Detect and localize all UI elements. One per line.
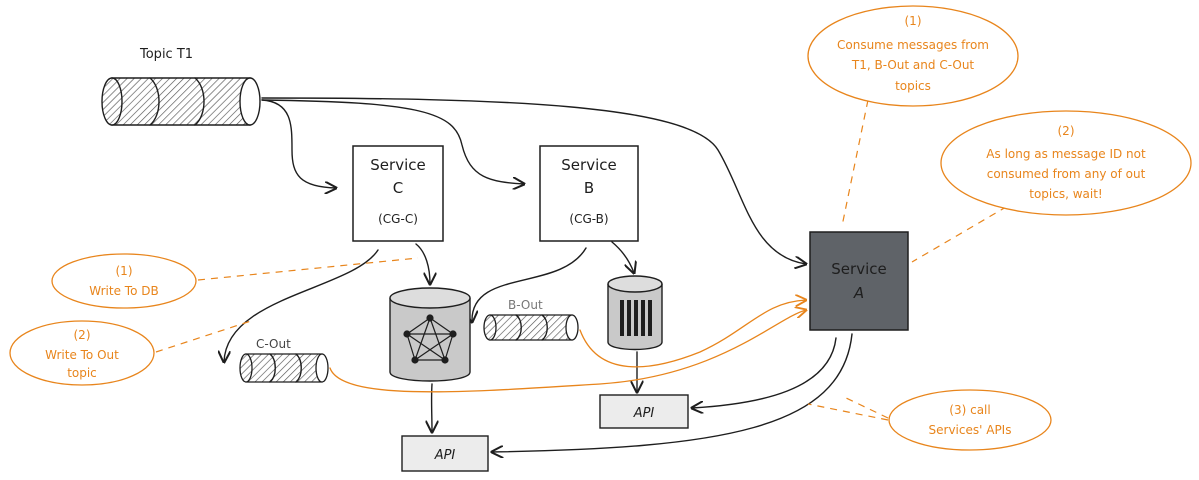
- note-a1-line: Consume messages from: [837, 38, 989, 52]
- service-b: Service B (CG-B): [539, 145, 639, 242]
- service-a-letter: A: [853, 284, 864, 302]
- note-a2-line: consumed from any of out: [987, 167, 1146, 181]
- service-b-box: [539, 145, 639, 242]
- note-c2-number: (2): [74, 328, 91, 342]
- note-c2-line: Write To Out: [45, 348, 119, 362]
- topic-c-out: C-Out: [239, 337, 329, 383]
- service-c: Service C (CG-C): [352, 145, 444, 242]
- note-c1-line: Write To DB: [89, 284, 158, 298]
- arrow-t1-to-service-b: [261, 99, 524, 184]
- arrow-service-c-to-c-out: [224, 249, 379, 362]
- topic-b-out-label: B-Out: [508, 298, 543, 312]
- note-c1: (1) Write To DB: [51, 253, 197, 309]
- service-c-letter: C: [393, 179, 403, 197]
- out-topic-arrows: [329, 300, 806, 393]
- arrow-t1-to-service-a: [261, 97, 806, 264]
- connector-note-a3-api-b: [807, 403, 889, 421]
- columns-icon: [620, 300, 652, 336]
- note-a3-line: Services' APIs: [929, 423, 1012, 437]
- arrow-c-out-to-service-a: [329, 310, 806, 393]
- note-a2-number: (2): [1058, 124, 1075, 138]
- connector-note-c1: [197, 257, 419, 281]
- api-b-box: [599, 394, 689, 429]
- api-c-box: [401, 435, 489, 472]
- graph-network-icon: [403, 314, 457, 364]
- note-connectors: [155, 99, 1019, 421]
- topic-t1-label: Topic T1: [139, 47, 193, 62]
- connector-note-a3-service-a: [841, 395, 889, 419]
- note-a2: (2) As long as message ID not consumed f…: [940, 110, 1192, 216]
- api-c: API: [401, 435, 489, 472]
- topic-c-out-label: C-Out: [256, 337, 291, 351]
- note-a1-line: topics: [895, 79, 931, 93]
- topic-t1-body: [111, 77, 251, 126]
- arrow-service-a-to-api-b: [692, 337, 837, 408]
- note-a2-line: As long as message ID not: [986, 147, 1146, 161]
- service-a-box: [809, 231, 909, 331]
- service-c-box: [352, 145, 444, 242]
- service-b-group: (CG-B): [569, 212, 608, 226]
- topic-t1: Topic T1: [101, 47, 261, 126]
- arrow-service-c-to-db: [415, 243, 430, 284]
- topic-b-out: B-Out: [483, 298, 579, 341]
- columnar-storage: [607, 275, 663, 351]
- note-c2: (2) Write To Out topic: [9, 320, 155, 386]
- note-a3-line: (3) call: [949, 403, 990, 417]
- arrow-service-b-to-b-out: [472, 247, 587, 322]
- note-c1-number: (1): [116, 264, 133, 278]
- api-b: API: [599, 394, 689, 429]
- graph-database: [389, 287, 471, 382]
- note-a1-number: (1): [905, 14, 922, 28]
- note-a3: (3) call Services' APIs: [888, 389, 1052, 451]
- note-a1: (1) Consume messages from T1, B-Out and …: [807, 5, 1019, 107]
- flow-arrows: [224, 97, 853, 452]
- arrow-b-out-to-service-a: [579, 300, 806, 368]
- arrow-service-b-to-storage: [611, 241, 634, 273]
- note-a1-line: T1, B-Out and C-Out: [851, 58, 975, 72]
- service-c-group: (CG-C): [378, 212, 418, 226]
- arrow-t1-to-service-c: [261, 99, 336, 188]
- service-a-name: Service: [831, 260, 886, 278]
- note-a2-line: topics, wait!: [1029, 187, 1103, 201]
- service-c-name: Service: [370, 156, 425, 174]
- connector-note-c2: [155, 319, 255, 353]
- api-c-label: API: [434, 448, 456, 463]
- arrow-service-a-to-api-c: [492, 333, 853, 452]
- connector-note-a2: [911, 199, 1019, 263]
- connector-note-a1: [841, 99, 869, 227]
- service-b-letter: B: [584, 179, 594, 197]
- service-a: Service A: [809, 231, 909, 331]
- service-b-name: Service: [561, 156, 616, 174]
- note-c2-line: topic: [67, 366, 97, 380]
- api-b-label: API: [633, 406, 655, 421]
